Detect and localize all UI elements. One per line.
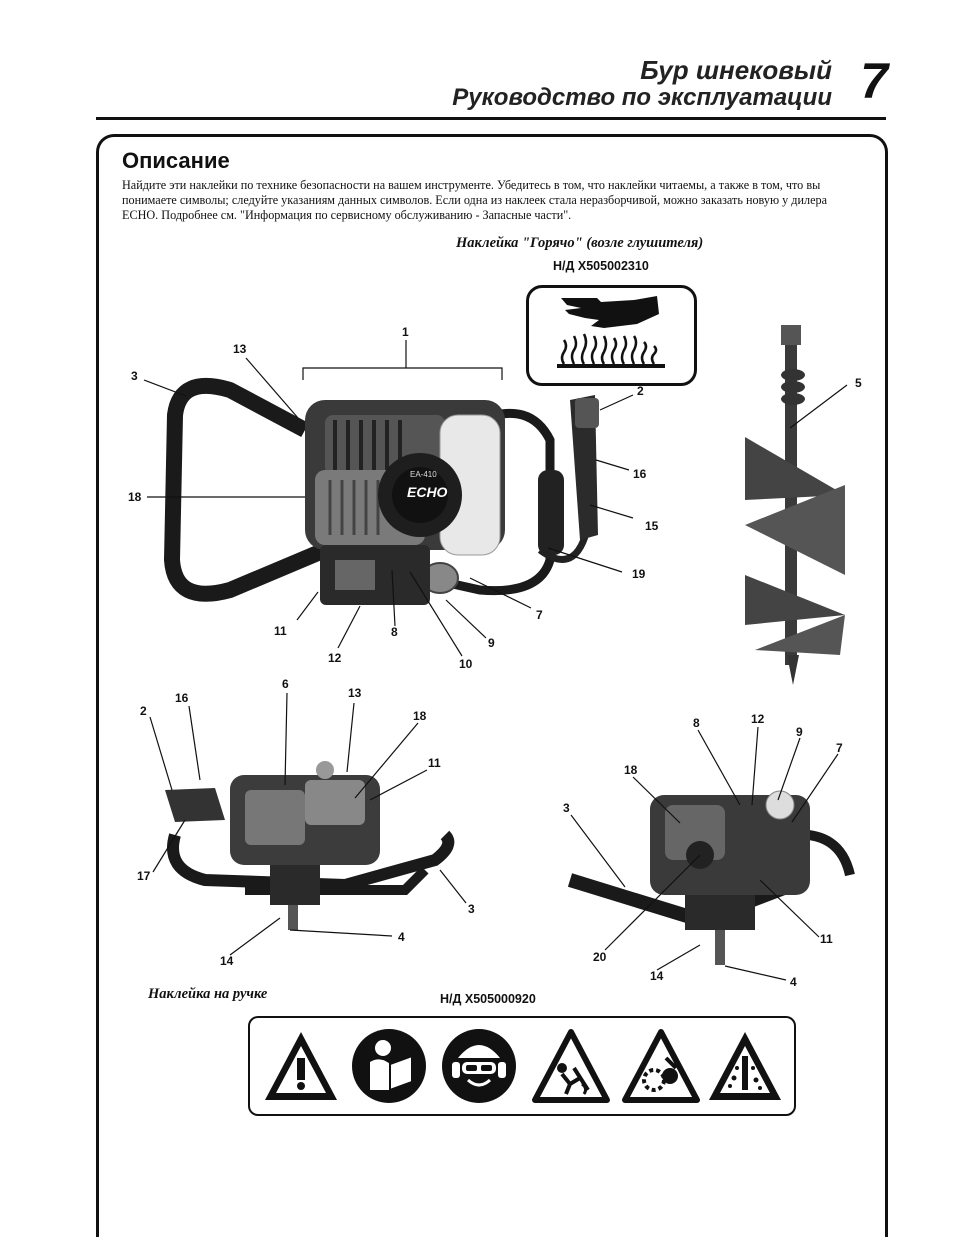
page-number: 7	[860, 53, 888, 109]
left-callout-11: 11	[428, 756, 441, 770]
heat-waves-icon	[557, 333, 665, 368]
callout-19: 19	[632, 567, 646, 581]
callout-5: 5	[855, 376, 862, 390]
header-title-line2: Руководство по эксплуатации	[452, 84, 832, 111]
left-view-illustration	[165, 761, 455, 930]
header-title-line1: Бур шнековый	[640, 55, 832, 85]
right-view-illustration	[567, 790, 855, 965]
callout-10: 10	[459, 657, 473, 671]
left-callout-16: 16	[175, 691, 189, 705]
callout-12: 12	[328, 651, 342, 665]
callout-11: 11	[274, 624, 287, 638]
right-callout-7: 7	[836, 741, 843, 755]
header-rule	[96, 117, 886, 120]
engine-model-label: EA-410	[410, 470, 437, 479]
callout-2: 2	[637, 384, 644, 398]
read-manual-icon	[352, 1029, 426, 1103]
main-powerhead-illustration	[164, 377, 599, 605]
hand-icon	[561, 296, 659, 328]
left-callout-6: 6	[282, 677, 289, 691]
callout-7: 7	[536, 608, 543, 622]
section-intro: Найдите эти наклейки по технике безопасн…	[122, 178, 827, 222]
right-callout-12: 12	[751, 712, 765, 726]
left-callout-4: 4	[398, 930, 405, 944]
right-callout-4: 4	[790, 975, 797, 989]
engine-brand-label: ECHO	[407, 484, 448, 500]
handle-decal-title: Наклейка на ручке	[148, 986, 268, 1002]
flying-debris-hazard-icon	[709, 1032, 781, 1100]
right-callout-11: 11	[820, 932, 833, 946]
right-callout-8: 8	[693, 716, 700, 730]
hot-decal-part-number: Н/Д X505002310	[553, 259, 649, 273]
callout-13: 13	[233, 342, 247, 356]
auger-illustration	[745, 325, 845, 685]
left-callout-17: 17	[137, 869, 151, 883]
hot-decal	[526, 285, 697, 386]
right-callout-3: 3	[563, 801, 570, 815]
callout-3: 3	[131, 369, 138, 383]
left-callout-18: 18	[413, 709, 427, 723]
hot-decal-title: Наклейка "Горячо" (возле глушителя)	[456, 235, 704, 251]
handle-decal	[248, 1016, 796, 1116]
right-callout-18: 18	[624, 763, 638, 777]
left-callout-14: 14	[220, 954, 234, 968]
right-callout-14: 14	[650, 969, 664, 983]
callout-1: 1	[402, 325, 409, 339]
right-callout-9: 9	[796, 725, 803, 739]
handle-decal-part-number: Н/Д X505000920	[440, 992, 536, 1006]
callout-16: 16	[633, 467, 647, 481]
warning-triangle-icon	[265, 1032, 337, 1100]
entanglement-hazard-icon	[532, 1029, 610, 1103]
right-callout-20: 20	[593, 950, 607, 964]
callout-15: 15	[645, 519, 659, 533]
rotating-auger-hazard-icon	[622, 1029, 700, 1103]
callout-9: 9	[488, 636, 495, 650]
section-frame	[96, 134, 888, 1237]
callout-8: 8	[391, 625, 398, 639]
callout-18: 18	[128, 490, 142, 504]
section-title: Описание	[122, 148, 230, 173]
left-callout-3: 3	[468, 902, 475, 916]
eye-ear-head-protection-icon	[442, 1029, 516, 1103]
left-callout-2: 2	[140, 704, 147, 718]
left-callout-13: 13	[348, 686, 362, 700]
